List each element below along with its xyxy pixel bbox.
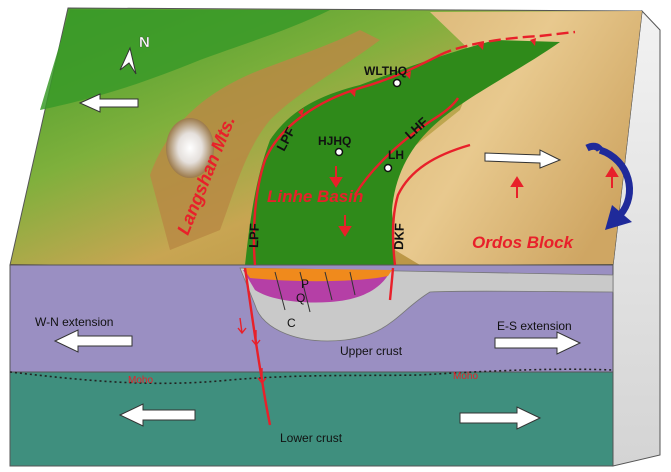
langshan-peak	[166, 118, 214, 178]
langshan-ridge	[150, 30, 380, 250]
ordos-block-label: Ordos Block	[472, 233, 575, 252]
dkf-label: DKF	[391, 223, 407, 250]
wlthq-label: WLTHQ	[364, 64, 407, 78]
northern-fault-trace	[439, 30, 576, 57]
clockwise-rotation-icon	[585, 142, 633, 230]
lpf-lower-label: LPF	[246, 223, 262, 248]
upper-crust-label: Upper crust	[340, 344, 403, 358]
es-extension-label: E-S extension	[497, 319, 572, 333]
moho-left-label: Moho	[128, 375, 153, 386]
north-arrow-icon	[119, 46, 137, 75]
lower-w-arrow	[118, 403, 196, 427]
circle-dot-icon	[334, 78, 402, 173]
moho-line	[9, 368, 614, 385]
layer-c-label: C	[287, 316, 296, 330]
lower-crust	[9, 371, 614, 467]
basin-minor-faults	[274, 271, 356, 313]
lpf-fault-trace	[252, 53, 441, 266]
moho-right-label: Moho	[453, 371, 478, 382]
wn-extension-label: W-N extension	[35, 315, 113, 329]
dkf-section-fault	[388, 267, 395, 301]
layer-p-label: P	[301, 277, 309, 291]
uplift-arrows	[510, 166, 619, 198]
linhe-basin-plain	[245, 40, 560, 265]
dkf-fault-trace	[391, 143, 471, 266]
lh-label: LH	[388, 148, 404, 162]
thrust-teeth	[298, 38, 536, 116]
nw-surface-arrow	[78, 93, 139, 113]
e-surface-arrow	[484, 149, 562, 169]
nw-hills	[40, 10, 330, 110]
lpf-section-fault	[243, 267, 272, 426]
terrain-faults	[252, 30, 576, 266]
wn-extension-arrow	[53, 329, 133, 353]
hjhq-marker	[334, 147, 344, 157]
lower-e-arrow	[459, 406, 542, 430]
section-fault-arrows	[237, 317, 267, 385]
subsidence-arrows	[329, 166, 352, 237]
north-label: N	[139, 34, 150, 51]
section-faults	[243, 267, 395, 426]
lh-marker	[383, 163, 393, 173]
hjhq-label: HJHQ	[318, 134, 351, 148]
sediment-p-layer	[243, 268, 392, 282]
hollow-arrow-icon	[53, 93, 582, 430]
linhe-basin-label: Linhe Basin	[267, 187, 363, 206]
es-extension-arrow	[494, 331, 582, 355]
wlthq-marker	[392, 78, 402, 88]
lower-crust-label: Lower crust	[280, 431, 343, 445]
layer-q-label: Q	[296, 291, 305, 305]
lhf-fault-trace	[353, 97, 460, 196]
ordos-terrain	[380, 11, 642, 265]
